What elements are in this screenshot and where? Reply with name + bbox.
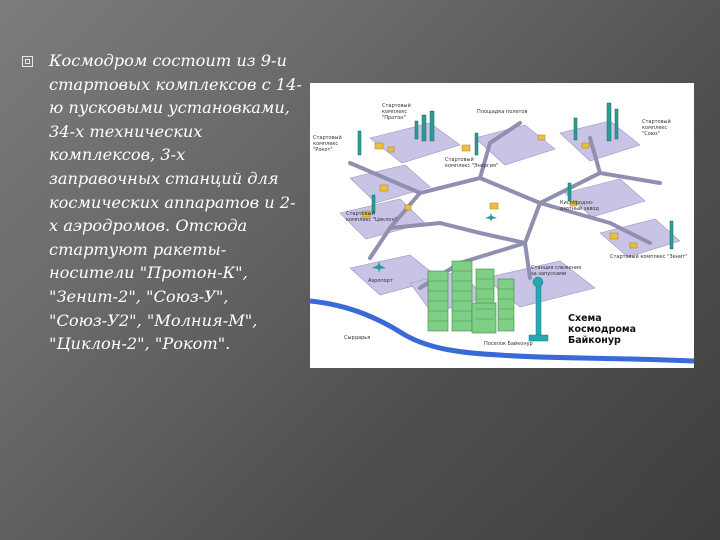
map-illustration <box>310 102 694 368</box>
label-baikonur: Поселок Байконур <box>484 341 533 347</box>
label-soyuz: Стартовый комплекс "Союз" <box>642 119 671 137</box>
label-zenit: Стартовый комплекс "Зенит" <box>610 254 688 260</box>
baikonur-map-image: Стартовый комплекс "Протон" Площадка пол… <box>310 83 694 368</box>
tracking-station-mast <box>528 276 549 342</box>
site-plate <box>369 122 461 164</box>
river-path <box>310 298 694 364</box>
label-tsiklon: Стартовый комплекс "Циклон" <box>346 211 398 223</box>
aircraft-icon <box>372 213 497 273</box>
label-station: Станция слежения за запусками <box>531 265 582 277</box>
baikonur-town-buildings <box>427 260 515 334</box>
label-rokot: Стартовый комплекс "Рокот" <box>313 135 342 153</box>
label-zavod: Кислородно- азотный завод <box>560 200 599 212</box>
label-energia: Стартовый комплекс "Энергия" <box>445 157 499 169</box>
map-caption: Схема космодрома Байконур <box>568 313 637 346</box>
site-plate <box>559 120 641 162</box>
label-airport: Аэропорт <box>368 278 393 284</box>
slide-body-text: Космодром состоит из 9-и стартовых компл… <box>49 51 302 354</box>
bullet-icon <box>22 56 33 67</box>
site-plate <box>564 178 646 218</box>
site-plate <box>349 164 431 204</box>
label-proton: Стартовый комплекс "Протон" <box>382 103 411 121</box>
label-polet: Площадка полетов <box>477 109 528 115</box>
label-syrdarya: Сырдарья <box>344 335 371 341</box>
